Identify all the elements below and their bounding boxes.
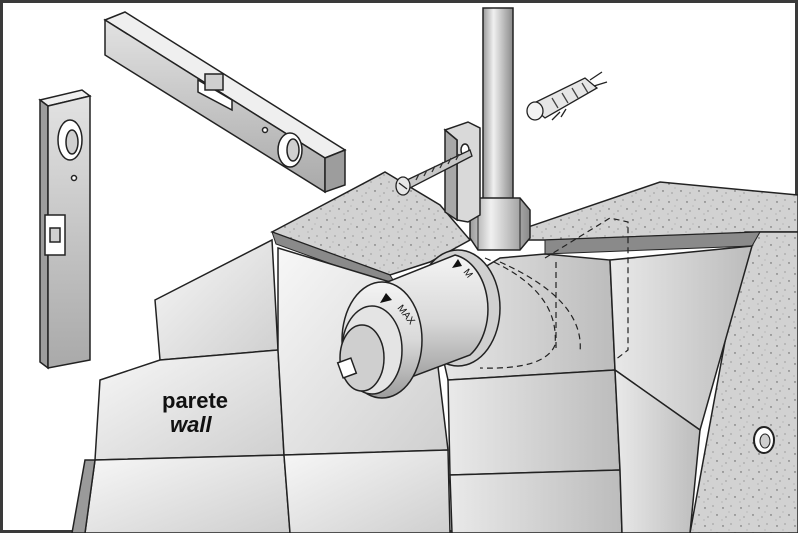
concrete-block [270,171,798,533]
wall-plug-icon [526,71,608,121]
bracket-icon [443,121,481,223]
pipe-icon [469,7,531,251]
hidden-outline [479,217,629,369]
spirit-level-icon [103,11,347,194]
screw-icon [395,149,473,196]
wall-label-italian: parete [162,388,228,413]
valve-body-icon [336,249,501,399]
spirit-level-vertical-icon [38,89,92,370]
wall-label-english: wall [170,412,212,437]
